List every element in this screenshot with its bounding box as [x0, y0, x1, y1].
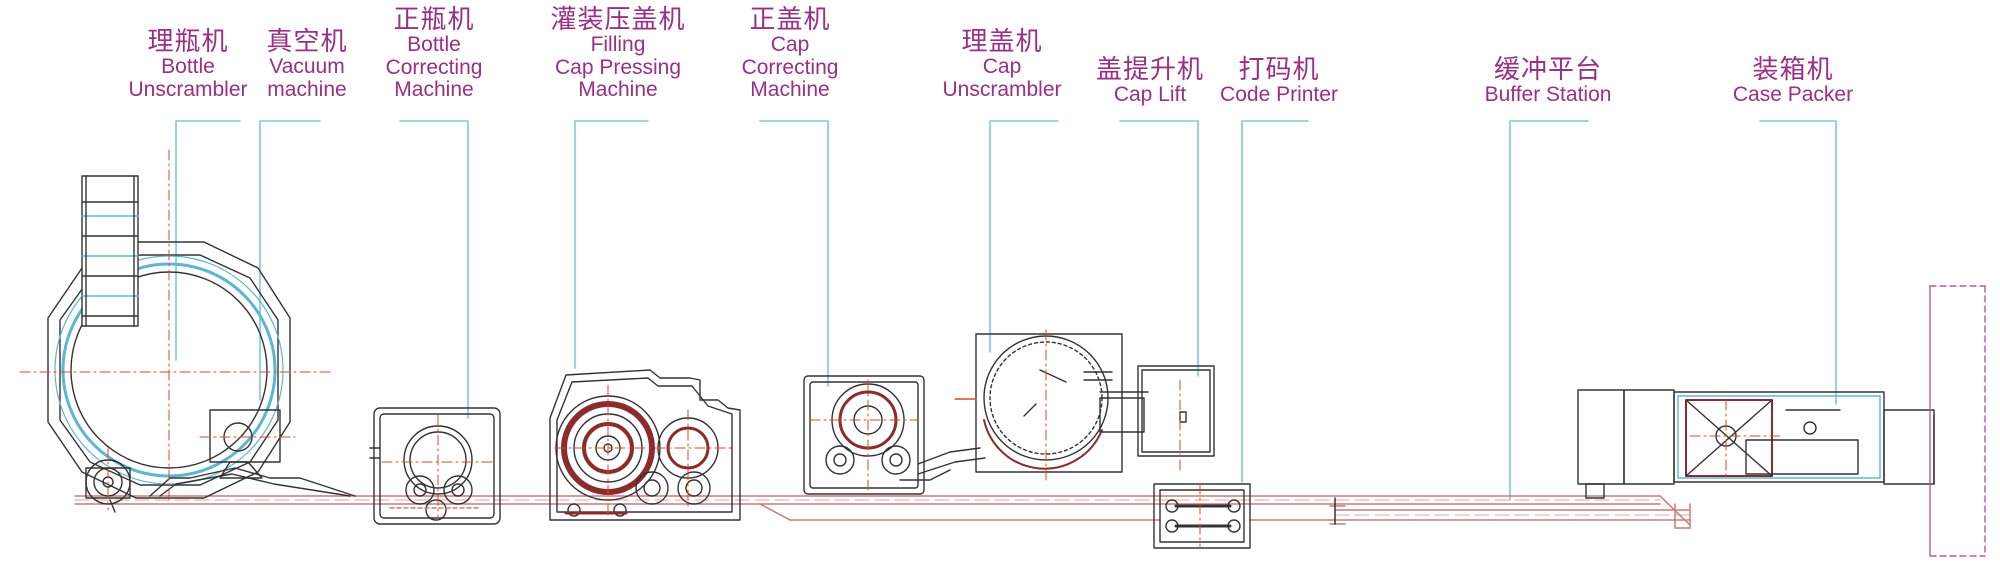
label-vacuum-machine: 真空机 Vacuum machine — [252, 28, 362, 101]
label-en-line: Unscrambler — [942, 77, 1062, 101]
label-cap-lift: 盖提升机 Cap Lift — [1090, 56, 1210, 107]
outfeed-outline — [1929, 285, 1986, 557]
label-cap-unscrambler: 理盖机 Cap Unscrambler — [932, 28, 1072, 101]
label-en-line: Filling — [590, 33, 646, 57]
leader-lines — [175, 120, 1837, 501]
code-printer-drawing — [1153, 483, 1251, 549]
label-en-line: Correcting — [741, 55, 839, 79]
label-zh: 缓冲平台 — [1493, 55, 1602, 85]
leader-cap-lift — [1119, 120, 1199, 377]
leader-code-printer — [1241, 120, 1309, 483]
leader-bottle-unscrambler — [175, 120, 241, 361]
label-filling-capping: 灌装压盖机 Filling Cap Pressing Machine — [540, 6, 696, 102]
cap-correcting-drawing — [803, 375, 986, 495]
case-packer-drawing — [1577, 389, 1935, 499]
label-case-packer: 装箱机 Case Packer — [1728, 56, 1858, 107]
main-conveyor — [74, 495, 1691, 529]
label-en-line: machine — [267, 77, 347, 101]
label-zh: 正瓶机 — [393, 5, 475, 35]
label-code-printer: 打码机 Code Printer — [1212, 56, 1346, 107]
leader-filling-capping — [574, 120, 649, 369]
label-en-line: Machine — [578, 78, 658, 102]
label-en-line: Case Packer — [1732, 83, 1854, 107]
label-en-line: Correcting — [385, 55, 483, 79]
label-bottle-unscrambler: 理瓶机 Bottle Unscrambler — [118, 28, 258, 101]
label-en-line: Code Printer — [1220, 83, 1338, 107]
label-zh: 理盖机 — [961, 27, 1043, 57]
label-cap-correcting: 正盖机 Cap Correcting Machine — [728, 6, 852, 102]
leader-cap-correcting — [759, 120, 829, 387]
label-zh: 盖提升机 — [1095, 55, 1204, 85]
leader-bottle-correcting — [399, 120, 469, 419]
label-en-line: Cap Lift — [1113, 83, 1187, 107]
label-en-line: Buffer Station — [1484, 83, 1612, 107]
label-zh: 灌装压盖机 — [550, 5, 686, 35]
label-zh: 理瓶机 — [147, 27, 229, 57]
leader-vacuum-machine — [259, 120, 321, 401]
label-zh: 真空机 — [266, 27, 348, 57]
label-en-line: Cap — [982, 55, 1022, 79]
cap-lift-drawing — [1137, 365, 1215, 457]
label-bottle-correcting: 正瓶机 Bottle Correcting Machine — [372, 6, 496, 102]
bottle-correcting-drawing — [369, 407, 501, 525]
leader-case-packer — [1759, 120, 1837, 405]
label-en-line: Machine — [394, 78, 474, 102]
label-en-line: Machine — [750, 78, 830, 102]
cap-unscrambler-drawing — [954, 333, 1149, 473]
leader-cap-unscrambler — [989, 120, 1059, 353]
label-en-line: Bottle — [407, 33, 461, 57]
label-zh: 装箱机 — [1752, 55, 1834, 85]
label-zh: 打码机 — [1238, 55, 1320, 85]
label-zh: 正盖机 — [749, 5, 831, 35]
leader-buffer-station — [1509, 120, 1589, 501]
center-lines — [19, 149, 1781, 549]
label-en-line: Vacuum — [269, 55, 345, 79]
label-en-line: Cap Pressing — [554, 55, 682, 79]
label-en-line: Unscrambler — [128, 77, 248, 101]
label-en-line: Bottle — [161, 55, 215, 79]
label-en-line: Cap — [770, 33, 810, 57]
filling-capping-drawing — [549, 369, 741, 521]
label-buffer-station: 缓冲平台 Buffer Station — [1474, 56, 1622, 107]
vacuum-machine-drawing — [149, 409, 356, 497]
